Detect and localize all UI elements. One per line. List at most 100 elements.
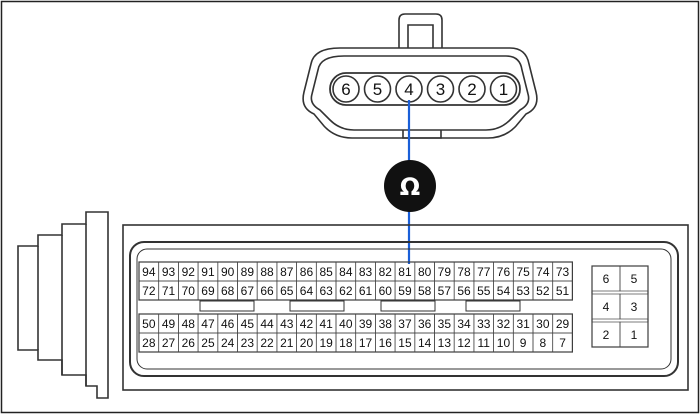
connector-pin-label: 4 — [404, 80, 413, 99]
connector-pin-circle — [363, 75, 392, 103]
ecu-pin-label: 77 — [477, 265, 491, 279]
ecu-pin-label: 48 — [182, 317, 196, 331]
ecu-pin-label: 30 — [536, 317, 550, 331]
ecu-pin-label: 54 — [497, 284, 511, 298]
ecu-pin-label: 8 — [540, 336, 547, 350]
connector-pin-circle — [458, 75, 486, 103]
ecu-pin-label: 7 — [559, 336, 566, 350]
ecu-pin-label: 22 — [260, 336, 274, 350]
ecu-pin-label: 87 — [280, 265, 294, 279]
ecu-pin-label: 75 — [516, 265, 530, 279]
ecu-pin-label: 28 — [142, 336, 156, 350]
ecu-pin-label: 41 — [319, 317, 333, 331]
connector-pin-label: 1 — [499, 80, 508, 99]
ecu-pin-label: 55 — [477, 284, 491, 298]
ecu-pin-label: 33 — [477, 317, 491, 331]
ecu-pin-label: 16 — [379, 336, 393, 350]
ecu-side-pin-label: 5 — [631, 272, 638, 286]
connector-pin-label: 5 — [373, 80, 382, 99]
ecu-pin-label: 15 — [398, 336, 412, 350]
ecu-pin-label: 73 — [556, 265, 570, 279]
ecu-pin-cell — [552, 280, 573, 301]
ecu-side-pin-label: 2 — [603, 328, 610, 342]
ecu-key-slot — [380, 300, 436, 312]
ecu-pin-label: 61 — [359, 284, 373, 298]
ecu-pin-label: 69 — [201, 284, 215, 298]
ecu-pin-label: 13 — [438, 336, 452, 350]
ecu-pin-label: 44 — [260, 317, 274, 331]
ecu-pin-label: 62 — [339, 284, 353, 298]
ecu-pin-label: 42 — [300, 317, 314, 331]
ecu-pin-label: 70 — [182, 284, 196, 298]
ecu-pin-label: 29 — [556, 317, 570, 331]
ecu-pin-label: 83 — [359, 265, 373, 279]
connector-pin-circle — [489, 75, 518, 103]
ecu-pin-label: 92 — [182, 265, 196, 279]
ecu-pin-label: 88 — [260, 265, 274, 279]
ecu-key-slot — [199, 300, 255, 312]
six-pin-connector — [302, 13, 538, 139]
ecu-pin-label: 64 — [300, 284, 314, 298]
ecu-pin-label: 78 — [457, 265, 471, 279]
ecu-pin-label: 93 — [162, 265, 176, 279]
ecu-pin-label: 90 — [221, 265, 235, 279]
ecu-pin-label: 35 — [438, 317, 452, 331]
ecu-pin-label: 43 — [280, 317, 294, 331]
ecu-pin-label: 80 — [418, 265, 432, 279]
ecu-pin-label: 17 — [359, 336, 373, 350]
ecu-pin-label: 39 — [359, 317, 373, 331]
ecu-side-pin-cell — [619, 265, 649, 292]
connector-pin-circle — [332, 75, 360, 103]
ecu-pin-label: 24 — [221, 336, 235, 350]
ecu-pin-label: 72 — [142, 284, 156, 298]
ecu-pin-label: 12 — [457, 336, 471, 350]
ecu-pin-label: 46 — [221, 317, 235, 331]
ecu-pin-label: 51 — [556, 284, 570, 298]
ecu-side-pin-label: 1 — [631, 328, 638, 342]
ohm-symbol: Ω — [400, 173, 420, 201]
ecu-pin-label: 58 — [418, 284, 432, 298]
connector-pin-label: 2 — [467, 80, 476, 99]
ecu-pin-label: 31 — [516, 317, 530, 331]
ecu-pin-label: 26 — [182, 336, 196, 350]
ecu-pin-label: 50 — [142, 317, 156, 331]
ecu-pin-label: 56 — [457, 284, 471, 298]
ecu-pin-label: 84 — [339, 265, 353, 279]
ecu-pin-label: 9 — [520, 336, 527, 350]
ecu-pin-label: 10 — [497, 336, 511, 350]
ecu-pin-label: 76 — [497, 265, 511, 279]
ecu-pin-label: 82 — [379, 265, 393, 279]
ecu-pin-label: 49 — [162, 317, 176, 331]
ecu-pin-label: 91 — [201, 265, 215, 279]
ecu-pin-label: 79 — [438, 265, 452, 279]
ecu-side-pin-label: 3 — [631, 300, 638, 314]
ecu-pin-label: 59 — [398, 284, 412, 298]
ecu-pin-label: 45 — [241, 317, 255, 331]
ecu-pin-label: 86 — [300, 265, 314, 279]
ecu-pin-label: 67 — [241, 284, 255, 298]
ecu-pin-label: 85 — [319, 265, 333, 279]
ecu-pin-label: 14 — [418, 336, 432, 350]
ecu-pin-label: 60 — [379, 284, 393, 298]
ecu-connector — [17, 211, 689, 399]
ecu-pin-label: 94 — [142, 265, 156, 279]
ecu-pin-label: 89 — [241, 265, 255, 279]
ecu-key-slots — [199, 300, 521, 312]
ecu-pin-label: 11 — [478, 336, 491, 350]
ecu-pin-label: 81 — [398, 265, 412, 279]
connector-pin-label: 3 — [436, 80, 445, 99]
ecu-pin-label: 68 — [221, 284, 235, 298]
ecu-pin-label: 18 — [339, 336, 353, 350]
ecu-pin-label: 19 — [319, 336, 333, 350]
ecu-pin-label: 57 — [438, 284, 452, 298]
ecu-pin-label: 66 — [260, 284, 274, 298]
ecu-pin-label: 23 — [241, 336, 255, 350]
ecu-pin-label: 25 — [201, 336, 215, 350]
ecu-pin-label: 37 — [398, 317, 412, 331]
ecu-pin-label: 40 — [339, 317, 353, 331]
ecu-pin-label: 53 — [516, 284, 530, 298]
